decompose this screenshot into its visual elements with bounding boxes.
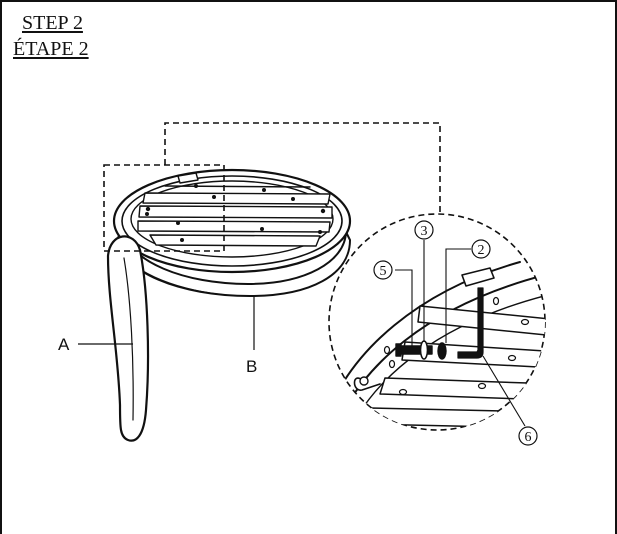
- callout-6: 6: [518, 426, 538, 446]
- seat-slats: [137, 185, 333, 247]
- callout-5: 5: [373, 260, 393, 280]
- allen-key: [457, 287, 484, 359]
- step-heading: STEP 2 ÉTAPE 2: [13, 10, 89, 62]
- callout-5-number: 5: [380, 264, 387, 279]
- leg-label-a: A: [58, 335, 70, 354]
- label-leaders: [78, 296, 255, 350]
- callout-3: 3: [414, 220, 434, 240]
- callout-2: 2: [471, 239, 491, 259]
- callout-leaders: [395, 240, 526, 427]
- callout-3-number: 3: [421, 224, 428, 239]
- callout-6-number: 6: [525, 430, 532, 445]
- chair-main-view: [106, 168, 352, 442]
- zoom-rect: [103, 164, 225, 252]
- callout-2-number: 2: [478, 243, 485, 258]
- bolt-hardware: [395, 343, 433, 357]
- slat-bolts: [145, 184, 326, 242]
- step-title-fr: ÉTAPE 2: [13, 38, 89, 60]
- callout-connector: [164, 122, 441, 212]
- ring-label-b: B: [246, 357, 257, 376]
- step-title-en: STEP 2: [22, 12, 83, 34]
- leg-a: [106, 235, 150, 442]
